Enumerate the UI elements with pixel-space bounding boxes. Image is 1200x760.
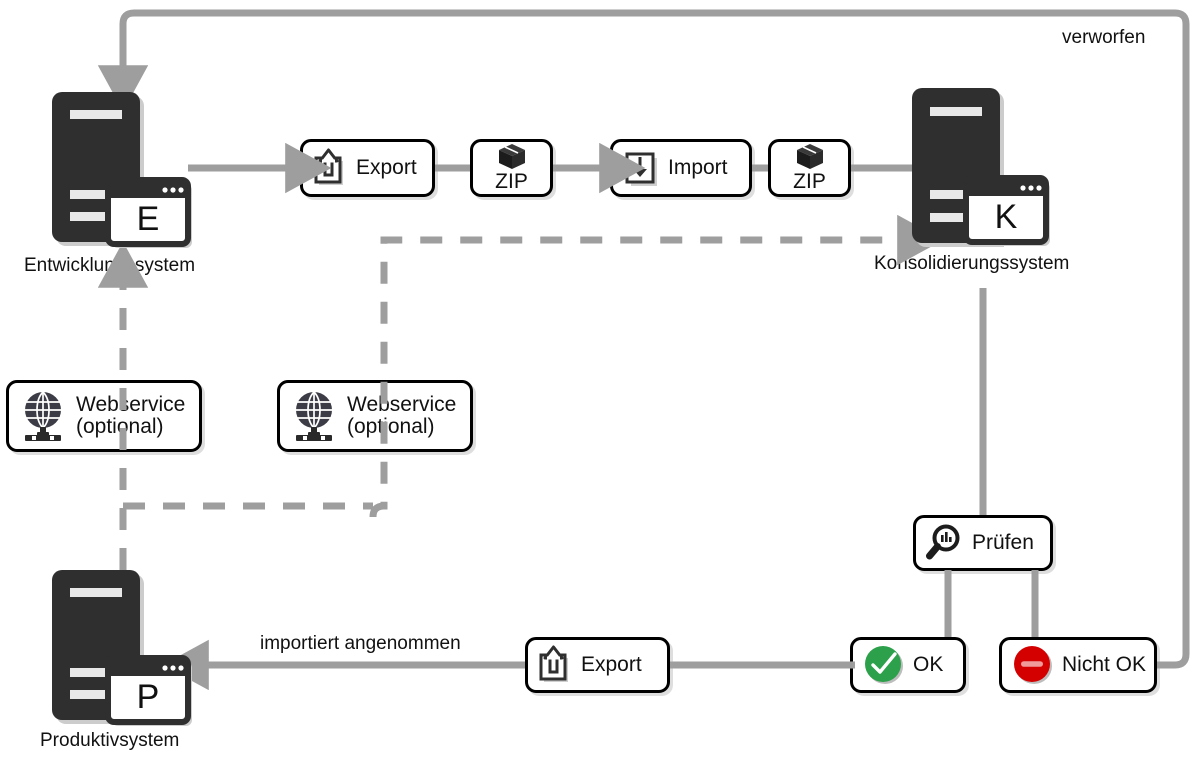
step-label: Export	[581, 652, 642, 676]
badge-window-E[interactable]: E	[105, 177, 192, 248]
package-box-icon	[498, 144, 525, 169]
step-ok[interactable]: OK	[850, 637, 966, 693]
step-label: Webservice (optional)	[347, 392, 457, 438]
edge-nicht-ok-to-entwicklung	[97, 9, 1190, 669]
globe-network-icon	[25, 390, 61, 441]
system-label-produktiv: Produktivsystem	[40, 730, 180, 751]
step-webservice-right[interactable]: Webservice (optional)	[277, 380, 473, 452]
step-webservice-left[interactable]: Webservice (optional)	[6, 380, 202, 452]
badge-letter-E: E	[137, 200, 160, 238]
step-zip-2[interactable]: ZIP	[768, 139, 851, 197]
badge-window-K[interactable]: K	[963, 175, 1050, 246]
step-export-bottom[interactable]: Export	[525, 637, 670, 693]
step-pruefen[interactable]: Prüfen	[913, 515, 1053, 571]
badge-window-P[interactable]: P	[105, 655, 192, 726]
step-label: Webservice (optional)	[76, 392, 186, 438]
export-upload-icon	[539, 645, 568, 682]
step-label: Export	[356, 155, 417, 179]
edge-webservice-right-to-konsolidierung	[369, 214, 944, 518]
step-label: Import	[668, 155, 728, 179]
step-zip-1[interactable]: ZIP	[470, 139, 553, 197]
globe-network-icon	[296, 390, 332, 441]
step-label: ZIP	[793, 170, 826, 193]
step-label: Nicht OK	[1062, 652, 1147, 676]
step-nicht-ok[interactable]: Nicht OK	[999, 637, 1157, 693]
edge-label-importiert-angenommen: importiert angenommen	[260, 633, 461, 654]
minus-circle-icon	[1014, 646, 1052, 684]
step-label: Prüfen	[972, 530, 1034, 554]
badge-letter-P: P	[137, 678, 160, 716]
magnifier-chart-icon	[926, 524, 960, 560]
step-label: ZIP	[495, 170, 528, 193]
package-box-icon	[796, 144, 823, 169]
badge-letter-K: K	[995, 198, 1018, 236]
step-label: OK	[913, 652, 944, 676]
check-circle-icon	[865, 646, 903, 684]
edge-label-verworfen: verworfen	[1062, 27, 1146, 48]
